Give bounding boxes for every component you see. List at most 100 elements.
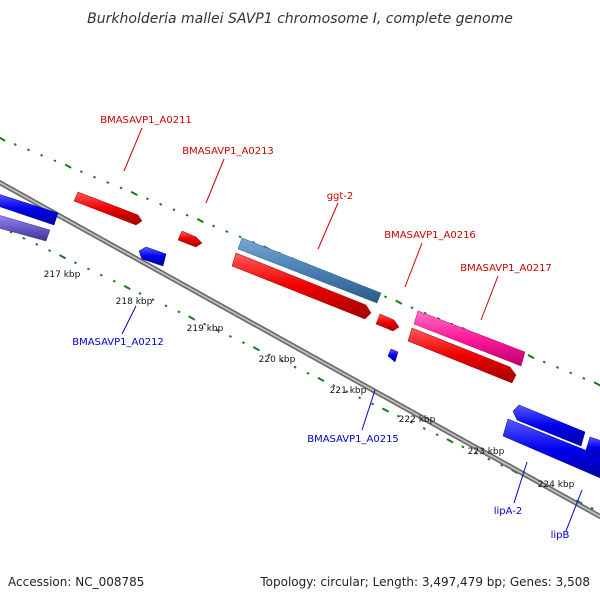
- leader-bmasavp1-a0213: [205, 158, 225, 204]
- minor-tick: [555, 366, 559, 369]
- minor-tick: [423, 311, 427, 315]
- tick-label: 223 kbp: [468, 447, 505, 457]
- minor-tick: [203, 322, 207, 326]
- leader-bmasavp1-a0211: [123, 127, 143, 172]
- major-tick: [381, 407, 390, 413]
- minor-tick: [461, 445, 465, 449]
- major-tick: [317, 376, 325, 382]
- minor-tick: [435, 433, 439, 437]
- leader-bmasavp1-a0212: [121, 305, 137, 335]
- leader-lines: [121, 127, 583, 532]
- minor-tick: [73, 261, 77, 265]
- minor-tick: [13, 143, 17, 146]
- gene-label-bmasavp1-a0212[interactable]: BMASAVP1_A0212: [72, 337, 164, 348]
- map-title: Burkholderia mallei SAVP1 chromosome I, …: [87, 11, 513, 27]
- cds-bmasavp1-a0212[interactable]: [138, 246, 167, 267]
- minor-tick: [151, 298, 155, 302]
- minor-tick: [238, 235, 242, 239]
- minor-tick: [164, 304, 168, 308]
- minor-tick: [542, 360, 546, 364]
- minor-tick: [26, 148, 30, 152]
- genome-summary: Topology: circular; Length: 3,497,479 bp…: [259, 575, 590, 589]
- tick-label: 217 kbp: [44, 270, 81, 280]
- tick-label: 218 kbp: [116, 297, 153, 307]
- major-tick: [196, 218, 204, 224]
- minor-tick: [106, 181, 110, 184]
- cds-bmasavp1-a0215[interactable]: [387, 348, 399, 363]
- minor-tick: [384, 295, 388, 299]
- gene-label-ggt-2[interactable]: ggt-2: [327, 191, 354, 202]
- cds-lipb[interactable]: [502, 418, 600, 480]
- major-tick: [64, 163, 72, 169]
- minor-tick: [172, 208, 176, 212]
- tick-labels: 217 kbp 218 kbp 219 kbp 220 kbp 221 kbp …: [44, 270, 575, 490]
- accession-text: Accession: NC_008785: [8, 575, 144, 589]
- minor-tick: [409, 420, 413, 424]
- cds-left-reverse[interactable]: [0, 193, 59, 226]
- major-tick: [123, 284, 131, 290]
- cds-bmasavp1-a0217-highlight[interactable]: [413, 310, 526, 367]
- cds-lipa-2-right[interactable]: [585, 436, 600, 458]
- tick-label: 220 kbp: [259, 355, 296, 365]
- gene-label-lipb[interactable]: lipB: [551, 530, 570, 541]
- gene-label-bmasavp1-a0213[interactable]: BMASAVP1_A0213: [182, 146, 274, 157]
- minor-tick: [112, 279, 116, 283]
- minor-tick: [185, 213, 189, 217]
- minor-tick: [410, 306, 414, 310]
- minor-tick: [487, 457, 491, 461]
- major-tick: [593, 381, 600, 387]
- cds-bmasavp1-a0217[interactable]: [407, 327, 517, 384]
- minor-tick: [474, 451, 478, 455]
- leader-bmasavp1-a0216: [404, 242, 423, 288]
- minor-tick: [358, 396, 362, 400]
- minor-tick: [396, 414, 400, 418]
- minor-tick: [159, 202, 163, 206]
- major-tick: [188, 315, 196, 321]
- minor-tick: [371, 402, 375, 406]
- backbone-inner: [0, 181, 600, 518]
- minor-tick: [93, 175, 97, 179]
- leader-ggt-2: [317, 202, 339, 250]
- minor-tick: [293, 365, 297, 369]
- tick-label: 219 kbp: [187, 324, 224, 334]
- minor-tick: [267, 353, 271, 357]
- cds-bmasavp1-a0216[interactable]: [375, 313, 400, 332]
- minor-tick: [569, 371, 573, 375]
- major-tick: [527, 354, 535, 360]
- minor-tick: [35, 242, 39, 246]
- gene-label-lipa-2[interactable]: lipA-2: [494, 506, 523, 517]
- minor-tick: [345, 390, 349, 394]
- cds-ggt-2[interactable]: [231, 252, 372, 320]
- minor-tick: [212, 224, 216, 228]
- tick-label: 222 kbp: [399, 415, 436, 425]
- gene-label-bmasavp1-a0217[interactable]: BMASAVP1_A0217: [460, 263, 552, 274]
- gene-label-bmasavp1-a0215[interactable]: BMASAVP1_A0215: [307, 434, 399, 445]
- leader-lipa-2: [513, 461, 528, 504]
- major-tick: [130, 190, 138, 196]
- major-tick: [395, 299, 403, 305]
- minor-tick: [40, 153, 44, 157]
- minor-tick: [216, 328, 220, 332]
- gene-label-bmasavp1-a0216[interactable]: BMASAVP1_A0216: [384, 230, 476, 241]
- tick-label: 224 kbp: [538, 480, 575, 490]
- cds-left-purple[interactable]: [0, 214, 51, 242]
- gene-labels: BMASAVP1_A0211 BMASAVP1_A0213 ggt-2 BMAS…: [72, 115, 569, 541]
- minor-tick: [79, 170, 83, 174]
- major-tick: [446, 438, 454, 444]
- minor-tick: [138, 292, 142, 295]
- gene-label-bmasavp1-a0211[interactable]: BMASAVP1_A0211: [100, 115, 192, 126]
- tick-rows: [0, 136, 600, 510]
- minor-tick: [582, 376, 586, 380]
- cds-lipa-2-upper[interactable]: [512, 404, 586, 447]
- minor-tick: [119, 186, 123, 190]
- cds-ggt-2-highlight[interactable]: [237, 237, 382, 304]
- major-tick: [59, 254, 67, 260]
- major-tick: [252, 346, 260, 352]
- cds-bmasavp1-a0213[interactable]: [177, 230, 203, 248]
- minor-tick: [225, 230, 229, 233]
- cds-bmasavp1-a0211[interactable]: [73, 191, 143, 226]
- minor-tick: [53, 159, 57, 163]
- minor-tick: [500, 463, 504, 467]
- minor-tick: [48, 249, 52, 252]
